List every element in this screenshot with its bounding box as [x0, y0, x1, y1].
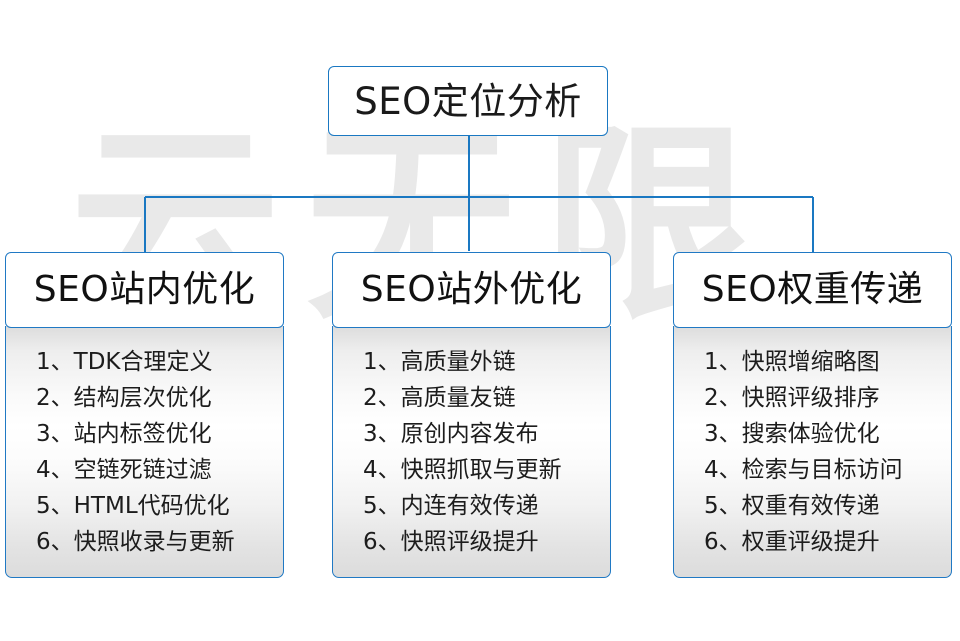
list-item-label: 快照评级提升: [400, 529, 539, 555]
list-item-label: 高质量友链: [400, 385, 516, 411]
branch-header-3[interactable]: SEO权重传递: [673, 252, 952, 328]
list-item-label: 搜索体验优化: [741, 421, 880, 447]
list-item-label: 结构层次优化: [73, 385, 212, 411]
list-item[interactable]: 6、权重评级提升: [704, 524, 951, 560]
list-item-label: 权重有效传递: [741, 493, 880, 519]
list-item-number: 6、: [363, 529, 401, 555]
list-item[interactable]: 2、高质量友链: [363, 380, 610, 416]
list-item-number: 5、: [704, 493, 742, 519]
list-item-number: 3、: [704, 421, 742, 447]
list-item-number: 1、: [704, 349, 742, 375]
list-item[interactable]: 4、检索与目标访问: [704, 452, 951, 488]
list-item[interactable]: 5、HTML代码优化: [36, 488, 283, 524]
list-item[interactable]: 6、快照收录与更新: [36, 524, 283, 560]
list-item-number: 6、: [704, 529, 742, 555]
list-item-number: 1、: [363, 349, 401, 375]
list-item-label: 快照收录与更新: [73, 529, 235, 555]
branch-header-label-1: SEO站内优化: [33, 269, 256, 310]
list-item-number: 3、: [36, 421, 74, 447]
branch-column-3: SEO权重传递 1、快照增缩略图 2、快照评级排序 3、搜索体验优化 4、检索与…: [673, 252, 952, 578]
list-item[interactable]: 2、结构层次优化: [36, 380, 283, 416]
list-item-label: 权重评级提升: [741, 529, 880, 555]
list-item-label: 快照增缩略图: [741, 349, 880, 375]
branch-body-1: 1、TDK合理定义 2、结构层次优化 3、站内标签优化 4、空链死链过滤 5、H…: [5, 326, 284, 578]
list-item[interactable]: 5、权重有效传递: [704, 488, 951, 524]
list-item-number: 2、: [36, 385, 74, 411]
list-item-label: 检索与目标访问: [741, 457, 903, 483]
list-item-number: 1、: [36, 349, 74, 375]
branch-column-1: SEO站内优化 1、TDK合理定义 2、结构层次优化 3、站内标签优化 4、空链…: [5, 252, 284, 578]
list-item-number: 5、: [363, 493, 401, 519]
list-item-number: 4、: [363, 457, 401, 483]
list-item-number: 3、: [363, 421, 401, 447]
branch-header-label-3: SEO权重传递: [701, 269, 924, 310]
list-item[interactable]: 3、搜索体验优化: [704, 416, 951, 452]
list-item[interactable]: 4、空链死链过滤: [36, 452, 283, 488]
list-item-label: 快照抓取与更新: [400, 457, 562, 483]
list-item-label: 内连有效传递: [400, 493, 539, 519]
list-item[interactable]: 1、快照增缩略图: [704, 344, 951, 380]
list-item-label: 空链死链过滤: [73, 457, 212, 483]
list-item[interactable]: 5、内连有效传递: [363, 488, 610, 524]
list-item[interactable]: 1、TDK合理定义: [36, 344, 283, 380]
branch-header-2[interactable]: SEO站外优化: [332, 252, 611, 328]
list-item-label: HTML代码优化: [73, 493, 230, 519]
branch-header-1[interactable]: SEO站内优化: [5, 252, 284, 328]
list-item[interactable]: 1、高质量外链: [363, 344, 610, 380]
list-item-number: 6、: [36, 529, 74, 555]
list-item[interactable]: 3、原创内容发布: [363, 416, 610, 452]
branch-list-3: 1、快照增缩略图 2、快照评级排序 3、搜索体验优化 4、检索与目标访问 5、权…: [704, 344, 951, 560]
branch-list-1: 1、TDK合理定义 2、结构层次优化 3、站内标签优化 4、空链死链过滤 5、H…: [36, 344, 283, 560]
list-item[interactable]: 4、快照抓取与更新: [363, 452, 610, 488]
root-node[interactable]: SEO定位分析: [328, 66, 608, 136]
list-item-number: 4、: [704, 457, 742, 483]
root-node-label: SEO定位分析: [354, 79, 582, 123]
list-item-label: 原创内容发布: [400, 421, 539, 447]
list-item[interactable]: 6、快照评级提升: [363, 524, 610, 560]
list-item[interactable]: 3、站内标签优化: [36, 416, 283, 452]
list-item-label: 高质量外链: [400, 349, 516, 375]
branch-list-2: 1、高质量外链 2、高质量友链 3、原创内容发布 4、快照抓取与更新 5、内连有…: [363, 344, 610, 560]
branch-column-2: SEO站外优化 1、高质量外链 2、高质量友链 3、原创内容发布 4、快照抓取与…: [332, 252, 611, 578]
list-item[interactable]: 2、快照评级排序: [704, 380, 951, 416]
branch-header-label-2: SEO站外优化: [360, 269, 583, 310]
list-item-label: 站内标签优化: [73, 421, 212, 447]
list-item-number: 5、: [36, 493, 74, 519]
list-item-number: 2、: [363, 385, 401, 411]
branch-body-3: 1、快照增缩略图 2、快照评级排序 3、搜索体验优化 4、检索与目标访问 5、权…: [673, 326, 952, 578]
list-item-number: 2、: [704, 385, 742, 411]
list-item-label: 快照评级排序: [741, 385, 880, 411]
branch-body-2: 1、高质量外链 2、高质量友链 3、原创内容发布 4、快照抓取与更新 5、内连有…: [332, 326, 611, 578]
list-item-label: TDK合理定义: [73, 349, 213, 375]
list-item-number: 4、: [36, 457, 74, 483]
